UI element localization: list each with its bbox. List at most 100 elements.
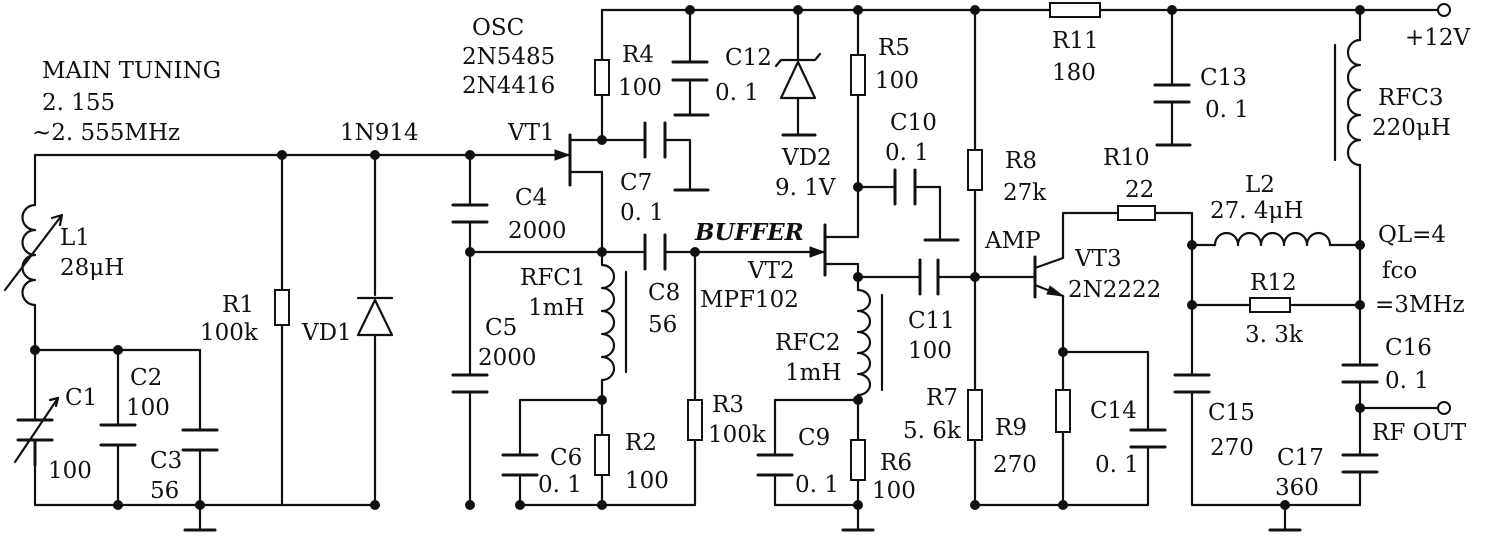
label-rfc2-val: 1mH (785, 360, 842, 386)
label-c12-val: 0. 1 (715, 80, 759, 106)
label-c4: C4 (515, 185, 547, 211)
label-r4-val: 100 (618, 75, 662, 101)
label-c3-val: 56 (150, 478, 179, 504)
r2-resistor (594, 434, 610, 476)
label-c15-val: 270 (1210, 435, 1254, 461)
label-range1: 2. 155 (42, 90, 115, 116)
label-c6: C6 (550, 445, 582, 471)
label-c2-val: 100 (126, 395, 170, 421)
rf-out-terminal (1437, 401, 1451, 415)
label-vd1: VD1 (301, 320, 352, 346)
c16-capacitor (1341, 363, 1379, 384)
inductors (3, 38, 1362, 397)
r12-resistor (1249, 297, 1291, 313)
label-1n914: 1N914 (340, 120, 419, 146)
label-c11: C11 (908, 308, 955, 334)
label-vt3-part: 2N2222 (1068, 277, 1161, 303)
label-c12: C12 (725, 45, 772, 71)
r5-resistor (850, 54, 866, 96)
c3-capacitor (181, 428, 219, 452)
c5-capacitor (451, 373, 489, 394)
wires (33, 8, 1440, 532)
capacitors (13, 60, 1379, 477)
label-r1: R1 (222, 292, 254, 318)
label-r2: R2 (625, 430, 657, 456)
label-amp: AMP (984, 228, 1041, 254)
r8-resistor (967, 149, 983, 191)
label-c13-val: 0. 1 (1205, 97, 1249, 123)
label-c11-val: 100 (908, 338, 952, 364)
label-r12-val: 3. 3k (1245, 322, 1304, 348)
label-c14: C14 (1090, 398, 1137, 424)
label-r5: R5 (878, 35, 910, 61)
label-r7: R7 (926, 385, 958, 411)
label-osc-part2: 2N4416 (462, 73, 555, 99)
labels: MAIN TUNING 2. 155 ~2. 555MHz OSC 2N5485… (32, 15, 1471, 504)
label-c5-val: 2000 (478, 345, 537, 371)
c9-capacitor (756, 453, 794, 477)
label-fco: fco (1382, 258, 1417, 284)
label-r3-val: 100k (708, 422, 767, 448)
label-r11: R11 (1052, 28, 1099, 54)
transistors (554, 133, 1065, 299)
vd1-diode (356, 296, 394, 337)
c13-capacitor (1153, 83, 1191, 104)
rfc1-inductor (600, 263, 616, 382)
label-c7: C7 (620, 170, 652, 196)
label-range2: ~2. 555MHz (32, 120, 180, 146)
c8-capacitor (643, 233, 667, 271)
label-c1-val: 100 (48, 458, 92, 484)
label-c16-val: 0. 1 (1385, 368, 1429, 394)
label-rfc3-val: 220μH (1372, 115, 1451, 141)
c12-capacitor (671, 60, 709, 82)
label-rfc2: RFC2 (775, 330, 841, 356)
terminals (1418, 3, 1451, 415)
label-r7-val: 5. 6k (903, 418, 962, 444)
vd2-zener (774, 52, 822, 100)
label-vt3: VT3 (1074, 246, 1122, 272)
l1-inductor (21, 203, 37, 307)
label-r10-val: 22 (1125, 177, 1154, 203)
label-vt2-part: MPF102 (700, 287, 799, 313)
label-c8-val: 56 (648, 312, 677, 338)
label-c5: C5 (485, 315, 517, 341)
l2-inductor (1213, 231, 1332, 247)
r6-resistor (850, 439, 866, 481)
label-r4: R4 (622, 42, 654, 68)
label-r6-val: 100 (872, 478, 916, 504)
label-r3: R3 (712, 392, 744, 418)
c6-capacitor (501, 453, 539, 477)
label-rfc3: RFC3 (1378, 85, 1444, 111)
label-r6: R6 (880, 450, 912, 476)
supply-terminal (1437, 3, 1451, 17)
label-l2: L2 (1245, 172, 1275, 198)
c15-capacitor (1173, 373, 1211, 394)
label-r8: R8 (1005, 148, 1037, 174)
label-l1-val: 28μH (60, 255, 124, 281)
label-c17-val: 360 (1275, 475, 1319, 501)
label-c10-val: 0. 1 (885, 140, 929, 166)
c10-capacitor (893, 168, 917, 206)
label-r8-val: 27k (1003, 180, 1047, 206)
label-c9-val: 0. 1 (795, 472, 839, 498)
label-c3: C3 (150, 448, 182, 474)
label-vt1: VT1 (507, 120, 555, 146)
label-rfc1: RFC1 (520, 265, 586, 291)
label-ql: QL=4 (1378, 222, 1446, 248)
r7-resistor (967, 389, 983, 441)
label-c7-val: 0. 1 (620, 200, 664, 226)
r10-resistor (1117, 205, 1156, 221)
label-c2: C2 (130, 365, 162, 391)
r4-resistor (594, 59, 610, 96)
label-fco-val: =3MHz (1375, 292, 1465, 318)
label-vd2-val: 9. 1V (775, 175, 836, 201)
label-c17: C17 (1277, 445, 1324, 471)
c14-capacitor (1129, 428, 1167, 449)
label-l1: L1 (60, 225, 90, 251)
c17-capacitor (1341, 453, 1379, 474)
r3-resistor (687, 399, 703, 441)
c7-capacitor (643, 121, 667, 159)
label-c16: C16 (1385, 335, 1432, 361)
label-c13: C13 (1200, 65, 1247, 91)
